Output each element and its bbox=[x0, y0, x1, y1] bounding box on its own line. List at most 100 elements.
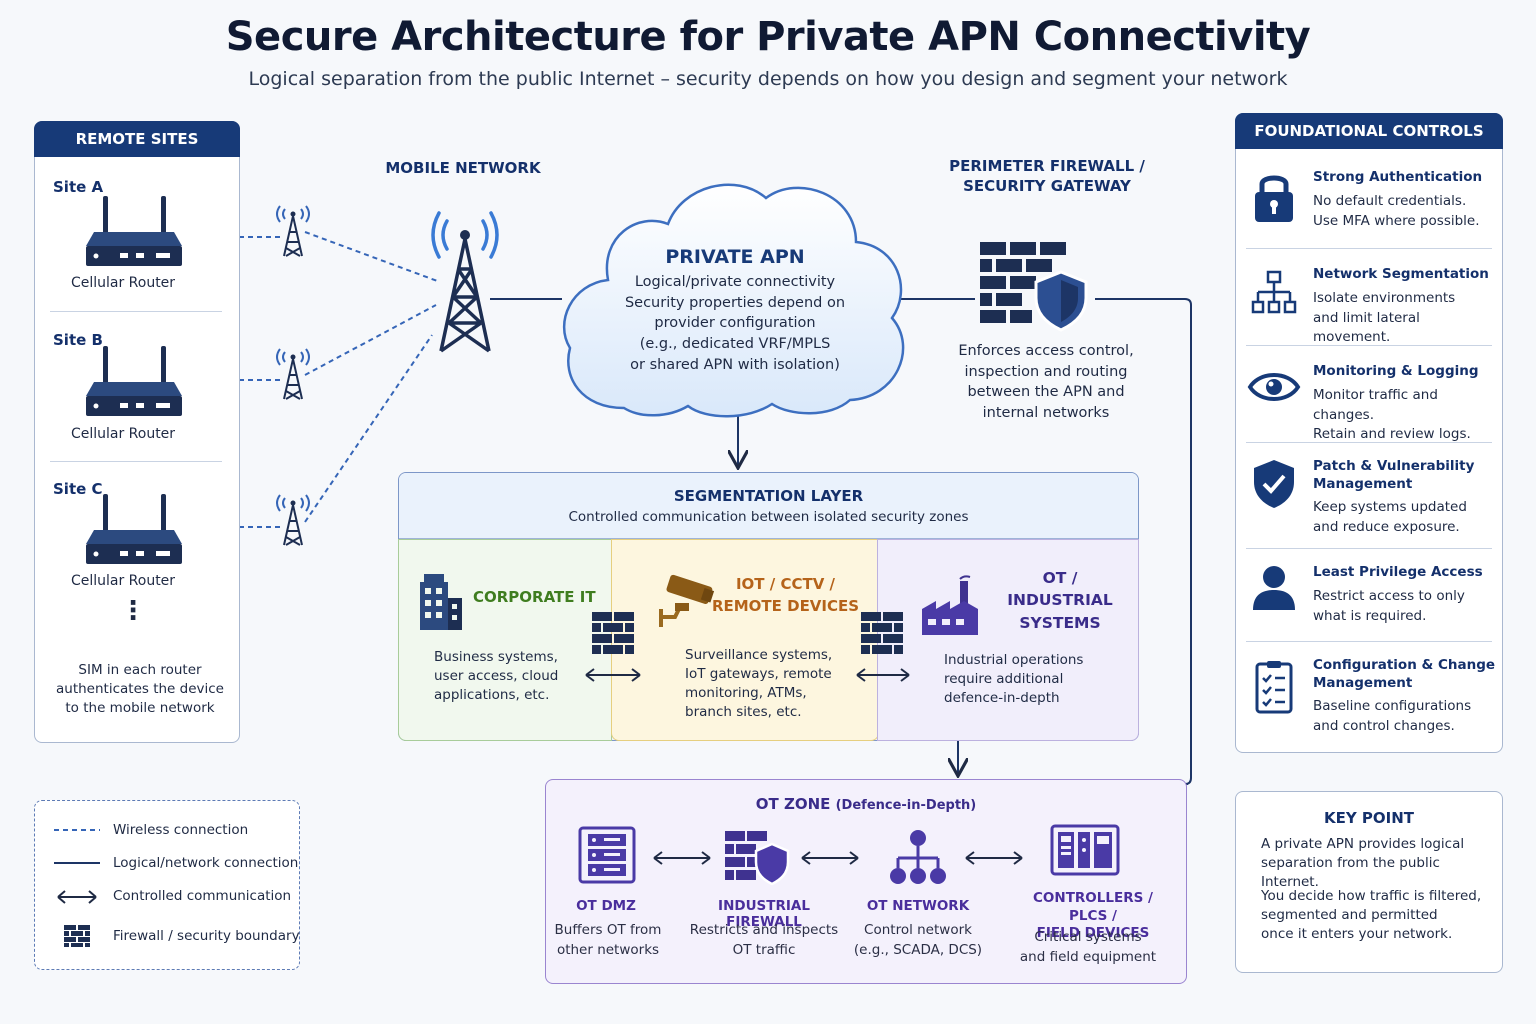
ot-industrial-title: OT / INDUSTRIAL SYSTEMS bbox=[990, 567, 1130, 634]
apn-line: provider configuration bbox=[654, 315, 816, 332]
antenna-icon bbox=[276, 205, 310, 257]
sim-note: SIM in each router authenticates the dev… bbox=[56, 662, 224, 717]
key-point-para1: A private APN provides logical separatio… bbox=[1261, 835, 1497, 892]
industrial-firewall-description: Restricts and inspects OT traffic bbox=[684, 921, 844, 960]
private-apn-title: PRIVATE APN bbox=[665, 246, 805, 268]
ot-zone-title: OT ZONE (Defence-in-Depth) bbox=[545, 794, 1187, 815]
ot-network-line: (e.g., SCADA, DCS) bbox=[853, 941, 983, 958]
dashed-line-icon bbox=[54, 829, 100, 831]
control-title-authentication: Strong Authentication bbox=[1313, 169, 1483, 185]
control-line: Isolate environments bbox=[1313, 290, 1456, 306]
perimeter-title: PERIMETER FIREWALL / SECURITY GATEWAY bbox=[930, 157, 1164, 196]
private-apn-description: Logical/private connectivity Security pr… bbox=[600, 272, 870, 376]
perimeter-title-line: SECURITY GATEWAY bbox=[963, 176, 1131, 195]
firewall-icon bbox=[592, 612, 634, 654]
control-body-least-privilege: Restrict access to only what is required… bbox=[1313, 587, 1498, 626]
remote-sites-panel bbox=[34, 121, 240, 743]
control-body-patch: Keep systems updated and reduce exposure… bbox=[1313, 498, 1498, 537]
user-icon bbox=[1253, 566, 1295, 610]
industrial-firewall-icon bbox=[725, 831, 790, 886]
control-line: and control changes. bbox=[1313, 717, 1455, 734]
ot-zone-title-suffix: (Defence-in-Depth) bbox=[835, 798, 977, 813]
control-title-line: Management bbox=[1313, 674, 1413, 691]
control-line: Retain and review logs. bbox=[1313, 426, 1471, 443]
control-body-monitoring: Monitor traffic and changes. Retain and … bbox=[1313, 386, 1498, 445]
key-line: separation from the public Internet. bbox=[1261, 855, 1440, 891]
control-title-least-privilege: Least Privilege Access bbox=[1313, 564, 1483, 580]
legend-logical: Logical/network connection bbox=[113, 855, 299, 871]
control-divider bbox=[1246, 248, 1492, 249]
corp-line: Business systems, bbox=[434, 649, 558, 665]
control-divider bbox=[1246, 548, 1492, 549]
industrial-firewall-line: OT traffic bbox=[732, 941, 796, 958]
segmentation-title: SEGMENTATION LAYER bbox=[673, 487, 864, 505]
zone-corporate-it bbox=[398, 539, 612, 741]
ot-network-description: Control network (e.g., SCADA, DCS) bbox=[848, 921, 988, 960]
lock-icon bbox=[1255, 175, 1293, 222]
iot-description: Surveillance systems, IoT gateways, remo… bbox=[685, 646, 832, 723]
firewall-shield-icon bbox=[980, 242, 1088, 332]
control-body-configuration: Baseline configurations and control chan… bbox=[1313, 697, 1498, 736]
key-line: You decide how traffic is filtered, bbox=[1261, 888, 1482, 904]
perimeter-line: inspection and routing bbox=[964, 363, 1128, 380]
site-b-label: Site B bbox=[53, 331, 103, 349]
page-subtitle: Logical separation from the public Inter… bbox=[248, 68, 1288, 90]
double-arrow-icon bbox=[57, 890, 97, 904]
page-title: Secure Architecture for Private APN Conn… bbox=[225, 14, 1311, 60]
apn-line: or shared APN with isolation) bbox=[630, 356, 840, 373]
controllers-title: CONTROLLERS / PLCS / FIELD DEVICES bbox=[1012, 890, 1174, 943]
plc-controller-icon bbox=[1050, 824, 1120, 876]
control-title-line: Management bbox=[1313, 475, 1413, 492]
key-point-panel bbox=[1235, 791, 1503, 973]
ot-line: defence-in-depth bbox=[944, 690, 1060, 707]
ot-zone-title-main: OT ZONE bbox=[755, 795, 831, 813]
corp-line: user access, cloud bbox=[434, 668, 559, 685]
key-point-para2: You decide how traffic is filtered, segm… bbox=[1261, 887, 1497, 944]
control-line: and limit lateral movement. bbox=[1313, 309, 1420, 346]
perimeter-title-line: PERIMETER FIREWALL / bbox=[949, 157, 1145, 175]
control-title-line: Patch & Vulnerability bbox=[1313, 458, 1475, 474]
private-apn-cloud bbox=[562, 183, 905, 418]
legend-firewall: Firewall / security boundary bbox=[113, 928, 300, 944]
key-line: segmented and permitted bbox=[1261, 907, 1438, 924]
more-sites-ellipsis: ⋮ bbox=[120, 596, 146, 626]
perimeter-line: internal networks bbox=[982, 404, 1110, 421]
checklist-icon bbox=[1255, 661, 1293, 714]
control-line: and reduce exposure. bbox=[1313, 518, 1460, 535]
foundational-controls-panel bbox=[1235, 113, 1503, 753]
perimeter-description: Enforces access control, inspection and … bbox=[950, 341, 1142, 423]
segmentation-header bbox=[399, 473, 1138, 539]
legend-controlled: Controlled communication bbox=[113, 888, 292, 904]
ot-network-line: Control network bbox=[864, 922, 972, 938]
server-rack-icon bbox=[578, 826, 636, 884]
cell-tower-icon bbox=[431, 211, 499, 353]
control-divider bbox=[1246, 641, 1492, 642]
control-title-line: Configuration & Change bbox=[1313, 657, 1496, 673]
ot-title-line: SYSTEMS bbox=[1019, 613, 1101, 632]
foundational-controls-heading: FOUNDATIONAL CONTROLS bbox=[1235, 113, 1503, 149]
control-line: Keep systems updated bbox=[1313, 499, 1467, 515]
ot-line: require additional bbox=[944, 671, 1064, 688]
key-line: once it enters your network. bbox=[1261, 926, 1453, 943]
ot-industrial-description: Industrial operations require additional… bbox=[944, 651, 1083, 708]
industrial-firewall-title: INDUSTRIAL FIREWALL bbox=[718, 898, 810, 930]
double-arrow-icon bbox=[801, 851, 859, 865]
double-arrow-icon bbox=[653, 851, 711, 865]
router-c-label: Cellular Router bbox=[70, 573, 176, 589]
office-building-icon bbox=[420, 574, 462, 630]
site-c-label: Site C bbox=[53, 480, 103, 498]
iot-title-line: REMOTE DEVICES bbox=[711, 596, 860, 615]
control-divider bbox=[1246, 345, 1492, 346]
site-a-label: Site A bbox=[53, 178, 104, 196]
firewall-icon bbox=[861, 612, 903, 654]
factory-icon bbox=[922, 575, 978, 635]
firewall-icon bbox=[64, 925, 90, 947]
double-arrow-icon bbox=[856, 668, 910, 682]
hierarchy-icon bbox=[1251, 270, 1297, 314]
iot-line: branch sites, etc. bbox=[685, 704, 802, 721]
ot-dmz-line: Buffers OT from bbox=[554, 922, 662, 938]
shield-check-icon bbox=[1254, 460, 1294, 508]
ot-zone bbox=[545, 779, 1187, 984]
iot-line: Surveillance systems, bbox=[685, 647, 833, 663]
antenna-icon bbox=[276, 494, 310, 546]
